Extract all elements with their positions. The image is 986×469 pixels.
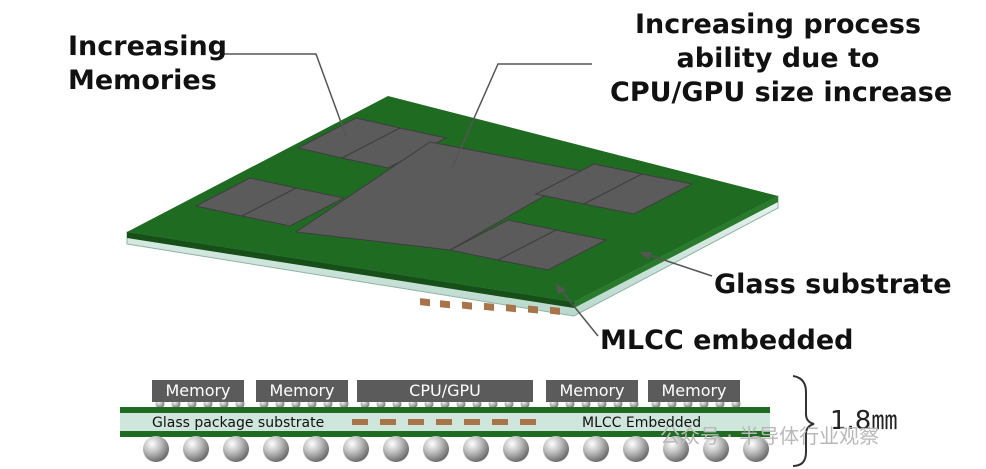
memory-chip-3d (582, 173, 694, 215)
memory-chip: Memory (152, 380, 244, 402)
increasing-memories-label: Increasing Memories (68, 30, 227, 98)
mlcc-arrowhead (556, 284, 566, 294)
mlcc-embedded-label: MLCC embedded (600, 325, 854, 356)
glass-arrowhead (640, 252, 652, 260)
process-ability-label: Increasing process ability due to CPU/GP… (610, 8, 953, 109)
solder-ball (223, 436, 249, 462)
mlcc-block (484, 302, 494, 311)
mlcc-block (506, 304, 516, 313)
memory-chip-3d (340, 127, 448, 169)
cpu-gpu-chip: CPU/GPU (357, 380, 533, 402)
mlcc-part (464, 419, 480, 425)
process-leader (451, 63, 592, 169)
callout-line: CPU/GPU size increase (610, 76, 953, 108)
board-edge (127, 232, 574, 308)
memory-chip-3d (496, 229, 608, 271)
memory-chip: Memory (648, 380, 740, 402)
solder-ball (463, 436, 489, 462)
solder-ball (263, 436, 289, 462)
solder-ball (383, 436, 409, 462)
thickness-bracket (792, 375, 815, 467)
memory-chip-3d (240, 187, 346, 227)
mlcc-part (520, 419, 536, 425)
solder-ball (343, 436, 369, 462)
mlcc-blocks-3d (420, 298, 560, 315)
mlcc-part (492, 419, 508, 425)
lower-green-layer (120, 431, 770, 437)
mlcc-block (550, 306, 560, 315)
mlcc-block (440, 300, 450, 309)
solder-ball (663, 436, 689, 462)
mlcc-part (408, 419, 424, 425)
solder-ball (703, 436, 729, 462)
solder-ball (143, 436, 169, 462)
solder-ball (303, 436, 329, 462)
memories-leader (220, 53, 347, 137)
mlcc-part (380, 419, 396, 425)
glass-package-substrate-label: Glass package substrate (152, 415, 325, 431)
glass-leader (639, 251, 713, 277)
mlcc-block (462, 301, 472, 310)
callout-line: Memories (68, 64, 217, 96)
isometric-package (126, 96, 779, 317)
solder-ball (183, 436, 209, 462)
glass-substrate-label: Glass substrate (714, 269, 952, 300)
solder-ball (503, 436, 529, 462)
mlcc-section (352, 419, 536, 425)
solder-ball (583, 436, 609, 462)
memory-chip: Memory (546, 380, 638, 402)
board-edge-right (574, 196, 778, 308)
solder-balls (143, 436, 769, 462)
solder-ball (423, 436, 449, 462)
solder-ball (623, 436, 649, 462)
callout-line: Increasing process (634, 9, 922, 40)
thickness-label: 1.8㎜ (830, 406, 898, 436)
cross-section (120, 375, 815, 467)
solder-ball (543, 436, 569, 462)
callout-line: Increasing (68, 31, 227, 62)
callout-line: ability due to (676, 42, 880, 74)
chips-3d (194, 117, 694, 271)
upper-green-layer (120, 407, 770, 413)
memory-chip: Memory (256, 380, 348, 402)
mlcc-block (528, 305, 538, 314)
mlcc-block (420, 298, 430, 307)
watermark: 公众号 · 半导体行业观察 (660, 424, 880, 448)
leader-lines (220, 53, 713, 337)
mlcc-embedded-section-label: MLCC Embedded (582, 415, 702, 431)
mlcc-part (352, 419, 368, 425)
mlcc-part (436, 419, 452, 425)
solder-ball (743, 436, 769, 462)
mlcc-leader (555, 283, 599, 337)
